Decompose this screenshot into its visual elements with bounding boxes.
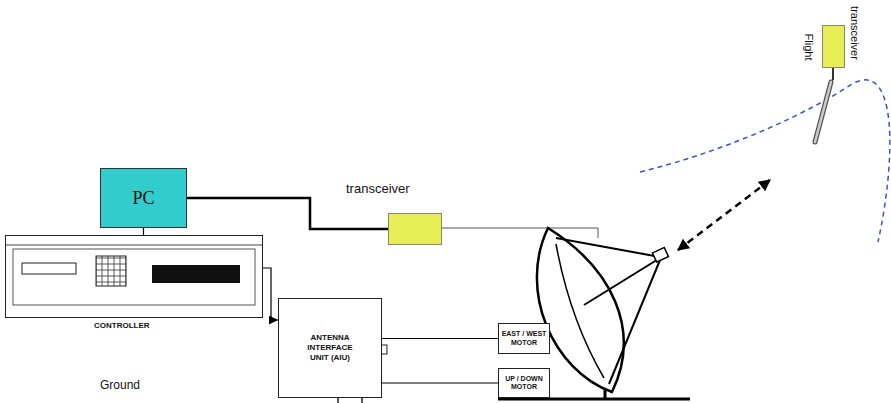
box-heading: transceiver — [346, 181, 410, 196]
box-text: UP / DOWN MOTOR — [501, 375, 547, 391]
feed-cable — [442, 228, 598, 238]
connector-line — [187, 198, 388, 229]
feed-struts — [556, 238, 660, 384]
antenna-whip — [815, 82, 831, 142]
antenna-mast — [832, 68, 834, 80]
ground-transceiver: transceiver — [388, 213, 442, 245]
box-text: EAST / WEST MOTOR — [501, 330, 547, 346]
box-text: PC — [132, 188, 154, 209]
flight-transceiver: Flighttransceiver — [822, 25, 845, 68]
computer-box: PC — [100, 168, 187, 228]
connector-line — [382, 382, 498, 383]
display-slot — [152, 265, 240, 283]
box-heading: transceiver — [849, 6, 861, 60]
flight-path — [640, 80, 890, 242]
aiu-foot — [338, 398, 362, 403]
interface-unit-box: ANTENNA INTERFACE UNIT (AIU) — [278, 298, 382, 398]
dish-rib — [556, 244, 604, 378]
box-text: ANTENNA INTERFACE UNIT (AIU) — [297, 333, 363, 363]
panel-plate — [22, 263, 76, 274]
keypad — [96, 256, 126, 286]
box-heading: CONTROLLER — [94, 321, 150, 330]
controller-rack: CONTROLLER — [5, 235, 263, 318]
feed-horn — [652, 248, 668, 263]
front-panel — [13, 249, 255, 305]
rack-strip — [6, 245, 262, 246]
connector-line — [382, 338, 498, 339]
box-heading: Flight — [803, 33, 815, 60]
ground-label: Ground — [100, 378, 140, 392]
motor-box: EAST / WEST MOTOR — [498, 323, 550, 354]
radio-link-arrow — [678, 180, 770, 250]
connector-line — [263, 268, 278, 320]
motor-box: UP / DOWN MOTOR — [498, 368, 550, 398]
connector-line — [143, 228, 144, 235]
antenna-whip-highlight — [815, 82, 831, 142]
